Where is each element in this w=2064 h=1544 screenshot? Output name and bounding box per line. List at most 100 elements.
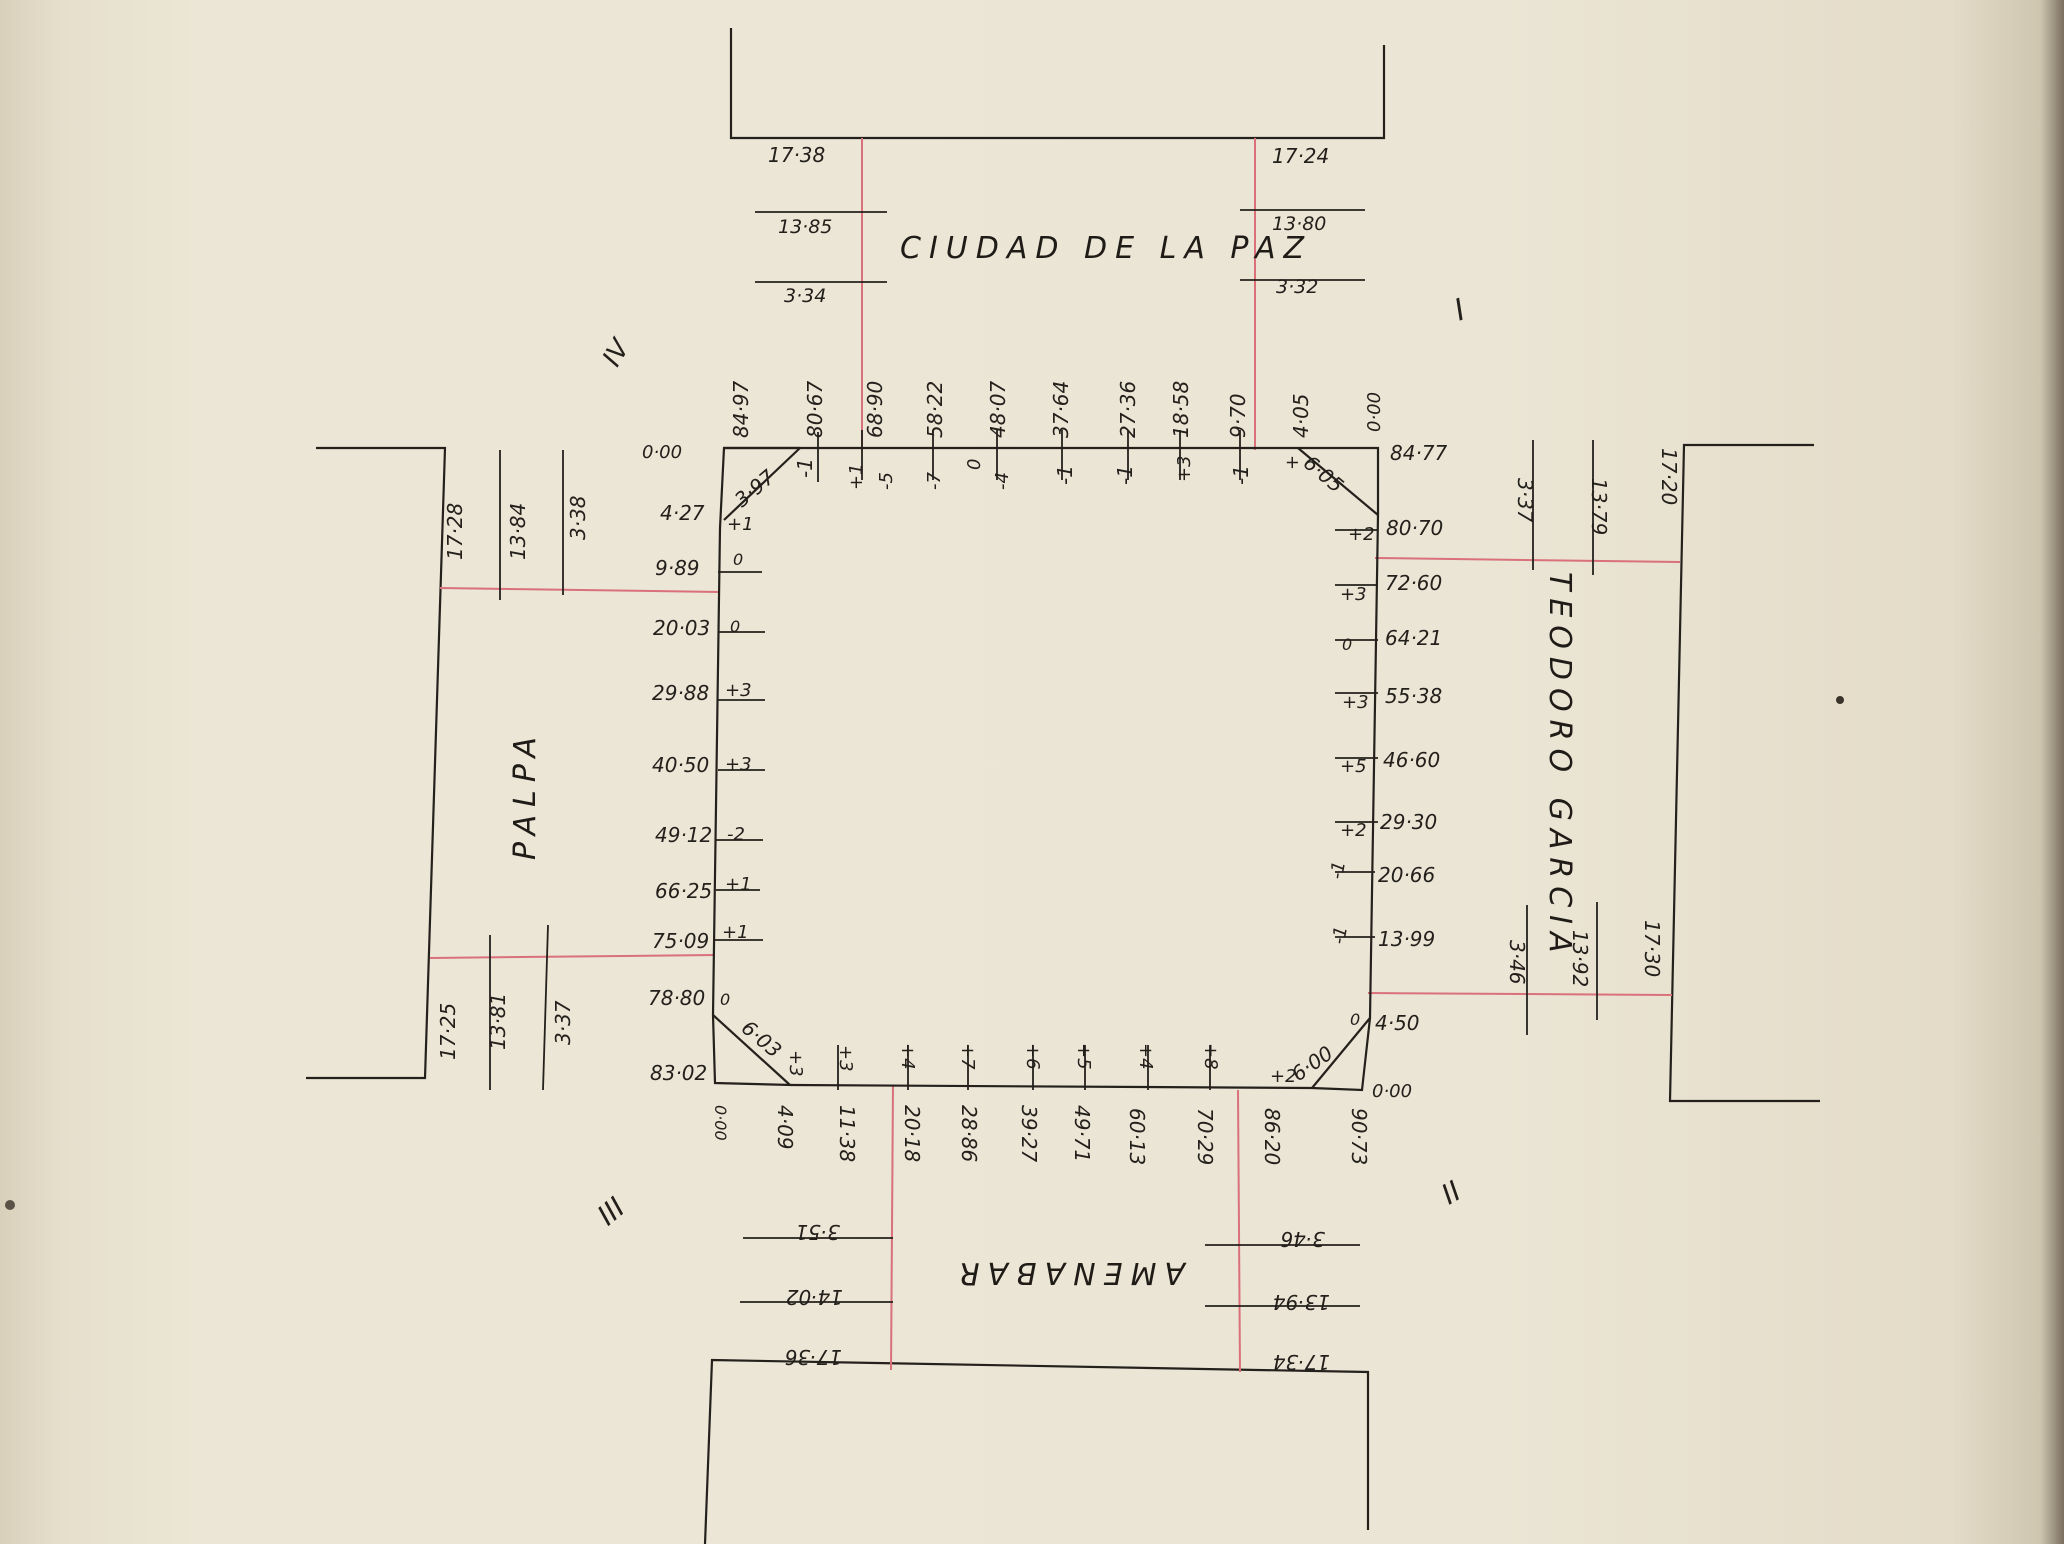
south-block-boundary: [703, 1358, 1370, 1544]
west-level-4: +3: [725, 680, 752, 701]
north-level-1: -1: [793, 458, 817, 478]
south-dist-6: 39·27: [1017, 1105, 1041, 1163]
north-level-8: -1: [1113, 465, 1137, 485]
east-level-1: +2: [1348, 524, 1375, 545]
west-width-bottom-2: 13·81: [486, 993, 510, 1050]
south-dist-10: 86·20: [1260, 1108, 1284, 1165]
north-width-right-1: 17·24: [1272, 144, 1329, 168]
east-width-bottom-2: 13·92: [1568, 930, 1592, 987]
north-side-levels: -1 +1 -5 -7 0 -4 -1 -1 +3 -1 +: [793, 455, 1303, 490]
west-dist-11: 83·02: [650, 1061, 707, 1085]
west-width-bottom-1: 17·25: [436, 1003, 460, 1060]
west-dist-5: 29·88: [652, 681, 709, 705]
east-measure-line-top: [1374, 557, 1681, 563]
quadrant-label-4: IV: [597, 333, 637, 372]
paper-speck: [5, 1200, 15, 1210]
west-dist-6: 40·50: [652, 753, 709, 777]
north-level-10: -1: [1229, 465, 1253, 485]
east-dist-6: 46·60: [1383, 748, 1440, 772]
measurement-lines: [429, 138, 1681, 1373]
west-dist-8: 66·25: [655, 879, 712, 903]
west-level-8: +1: [722, 922, 749, 943]
north-dist-1: 84·97: [729, 380, 753, 438]
street-name-north: CIUDAD DE LA PAZ: [900, 231, 1312, 266]
south-width-left-3: 17·36: [785, 1345, 842, 1369]
west-level-9: 0: [720, 990, 730, 1009]
south-side-distances: 0·00 4·09 11·38 20·18 28·86 39·27 49·71 …: [711, 1105, 1371, 1165]
east-level-3: 0: [1342, 635, 1352, 654]
east-dist-3: 72·60: [1385, 571, 1442, 595]
west-width-bottom-3: 3·37: [551, 1000, 575, 1045]
street-name-west: PALPA: [508, 729, 543, 860]
east-level-7: -1: [1326, 860, 1350, 881]
north-width-left-2: 13·85: [778, 216, 832, 238]
north-chamfer-left: 3·97: [730, 465, 780, 512]
south-level-6: +5: [1073, 1043, 1094, 1070]
east-level-8: -1: [1328, 925, 1352, 946]
chamfer-sw-line: [712, 1014, 791, 1086]
east-level-4: +3: [1342, 692, 1369, 713]
east-level-2: +3: [1340, 584, 1367, 605]
quadrant-label-1: I: [1450, 292, 1470, 328]
south-measure-line-left: [890, 1084, 894, 1371]
north-dist-9: 9·70: [1226, 393, 1250, 438]
north-dist-10: 4·05: [1289, 393, 1313, 438]
west-level-7: +1: [725, 874, 752, 895]
west-measure-line-top: [439, 587, 721, 593]
south-dist-9: 70·29: [1193, 1108, 1217, 1165]
east-measure-line-bottom: [1367, 992, 1673, 996]
west-dist-7: 49·12: [655, 823, 712, 847]
paper-speck: [1836, 696, 1844, 704]
east-level-10: +2: [1270, 1066, 1297, 1087]
north-level-4: -7: [924, 472, 945, 490]
south-dist-3: 11·38: [835, 1105, 859, 1162]
east-level-9: 0: [1350, 1010, 1360, 1029]
west-dist-3: 9·89: [655, 556, 700, 580]
west-width-top-2: 13·84: [506, 503, 530, 560]
east-side-levels: +2 +3 0 +3 +5 +2 -1 -1 0 +2: [1270, 524, 1375, 1087]
west-dist-10: 78·80: [648, 986, 705, 1010]
south-level-1: +3: [785, 1050, 806, 1077]
south-level-8: +8: [1200, 1043, 1221, 1070]
east-side-distances: 84·77 80·70 72·60 64·21 55·38 46·60 29·3…: [1372, 441, 1448, 1102]
west-level-2: 0: [733, 550, 743, 569]
south-chamfer: 6·03: [737, 1015, 787, 1062]
south-width-left-2: 14·02: [786, 1285, 843, 1309]
north-dist-2: 80·67: [803, 380, 827, 438]
west-level-5: +3: [725, 754, 752, 775]
south-dist-2: 4·09: [773, 1105, 797, 1150]
south-dist-4: 20·18: [900, 1105, 924, 1162]
west-measure-line-bottom: [429, 954, 716, 959]
east-level-6: +2: [1340, 820, 1367, 841]
east-width-top-2: 13·79: [1587, 478, 1611, 535]
east-dist-8: 20·66: [1378, 863, 1435, 887]
east-dist-11: 0·00: [1372, 1081, 1412, 1102]
chamfer-se-line: [1311, 1017, 1371, 1089]
north-width-right-3: 3·32: [1276, 276, 1318, 298]
quadrant-label-3: III: [591, 1191, 631, 1232]
south-level-4: +7: [957, 1043, 978, 1070]
east-dist-2: 80·70: [1386, 516, 1443, 540]
south-dist-7: 49·71: [1070, 1105, 1094, 1162]
east-dist-10: 4·50: [1375, 1011, 1420, 1035]
east-block-boundary: [1668, 443, 1820, 1103]
west-dist-1: 0·00: [642, 442, 682, 463]
north-chamfer-right: 6·05: [1299, 450, 1349, 497]
north-level-7: -1: [1053, 465, 1077, 485]
north-width-left-3: 3·34: [784, 285, 826, 307]
east-width-top-1: 3·37: [1513, 478, 1537, 523]
north-dist-3: 68·90: [863, 381, 887, 438]
block-outline: [711, 446, 1380, 1092]
east-dist-4: 64·21: [1385, 626, 1442, 650]
south-level-3: +4: [897, 1043, 918, 1070]
south-dist-1: 0·00: [711, 1105, 730, 1141]
south-width-right-1: 3·46: [1280, 1227, 1325, 1251]
west-block-boundary: [306, 446, 447, 1080]
south-dist-11: 90·73: [1347, 1108, 1371, 1165]
west-width-top-3: 3·38: [566, 495, 590, 540]
west-level-3: 0: [730, 617, 740, 636]
north-level-6: -4: [992, 472, 1013, 490]
street-name-east: TEODORO GARCIA: [1542, 572, 1577, 961]
west-dist-4: 20·03: [653, 616, 710, 640]
